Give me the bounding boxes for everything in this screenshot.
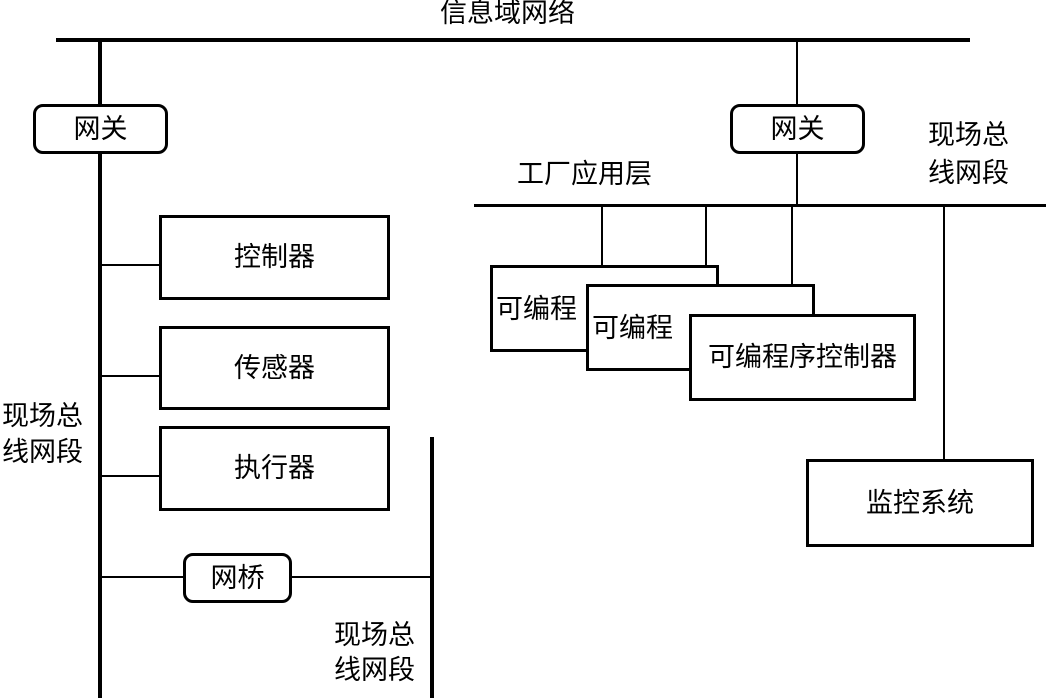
- info-network-label: 信息域网络: [440, 0, 575, 29]
- plc-back-label: 可编程: [496, 294, 577, 325]
- left-gateway-label: 网关: [73, 113, 128, 145]
- left-fieldbus-label-line2: 线网段: [2, 437, 83, 468]
- factory-layer-bus: [474, 204, 1046, 207]
- actuator-connector: [100, 475, 160, 477]
- bridge-connector-left: [100, 576, 186, 578]
- monitoring-box: 监控系统: [806, 459, 1034, 547]
- left-fieldbus-trunk: [98, 40, 102, 698]
- plc-back-drop: [601, 206, 603, 267]
- bridge-connector-right: [290, 576, 432, 578]
- sensor-box: 传感器: [159, 326, 390, 410]
- controller-label: 控制器: [234, 242, 315, 273]
- right-gateway-box: 网关: [730, 104, 865, 154]
- bottom-fieldbus-label-line1: 现场总: [334, 620, 415, 651]
- bottom-fieldbus-label-line2: 线网段: [334, 655, 415, 686]
- right-fieldbus-label-line1: 现场总: [928, 120, 1009, 151]
- info-network-bus: [56, 38, 970, 42]
- sensor-connector: [100, 375, 160, 377]
- controller-connector: [100, 264, 160, 266]
- left-gateway-box: 网关: [33, 104, 168, 154]
- plc-middle-drop: [705, 206, 707, 286]
- actuator-label: 执行器: [234, 453, 315, 484]
- sensor-label: 传感器: [234, 352, 315, 384]
- bridge-box: 网桥: [183, 553, 292, 603]
- right-gateway-label: 网关: [770, 113, 825, 145]
- bridge-label: 网桥: [210, 562, 265, 594]
- right-fieldbus-label-line2: 线网段: [928, 158, 1009, 189]
- left-fieldbus-label-line1: 现场总: [2, 401, 83, 432]
- plc-front-label: 可编程序控制器: [708, 342, 897, 373]
- actuator-box: 执行器: [159, 426, 390, 511]
- controller-box: 控制器: [159, 215, 390, 300]
- monitoring-label: 监控系统: [866, 487, 974, 519]
- plc-box-front: 可编程序控制器: [689, 314, 916, 401]
- plc-front-drop: [791, 206, 793, 316]
- factory-layer-label: 工厂应用层: [517, 159, 652, 190]
- lower-fieldbus-bus: [430, 437, 434, 698]
- plc-middle-label: 可编程: [592, 313, 673, 344]
- monitoring-drop: [943, 206, 945, 462]
